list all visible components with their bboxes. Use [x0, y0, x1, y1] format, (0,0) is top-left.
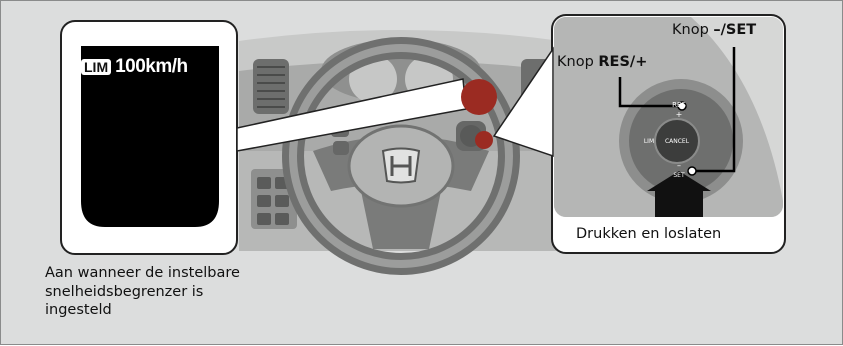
minus-button-label[interactable]: –: [677, 161, 681, 170]
display-readout: LIM 100km/h: [81, 53, 221, 81]
knop-prefix: Knop: [672, 22, 709, 38]
press-release-text: Drukken en loslaten: [576, 226, 721, 242]
lim-indicator: LIM: [81, 59, 111, 75]
honda-logo: [383, 149, 419, 183]
res-button-callout: Knop RES/+: [557, 54, 647, 70]
res-button-label[interactable]: RES: [672, 101, 686, 109]
set-button-callout: Knop –/SET: [672, 22, 756, 38]
caption-line-1: Aan wanneer de instelbare: [45, 264, 240, 283]
set-button-name: –/SET: [713, 22, 756, 38]
speed-limit-value: 100km/h: [115, 56, 188, 78]
set-button-label[interactable]: SET: [673, 172, 685, 179]
cancel-button-label[interactable]: CANCEL: [665, 138, 690, 145]
plus-button-label[interactable]: +: [676, 110, 683, 119]
display-caption: Aan wanneer de instelbare snelheidsbegre…: [45, 264, 240, 320]
knop-prefix: Knop: [557, 54, 594, 70]
display-location-marker: [461, 79, 497, 115]
res-button-name: RES/+: [598, 54, 647, 70]
caption-line-3: ingesteld: [45, 301, 240, 320]
caption-line-2: snelheidsbegrenzer is: [45, 283, 240, 302]
button-location-marker: [475, 131, 493, 149]
lim-button-label[interactable]: LIM: [644, 138, 654, 145]
